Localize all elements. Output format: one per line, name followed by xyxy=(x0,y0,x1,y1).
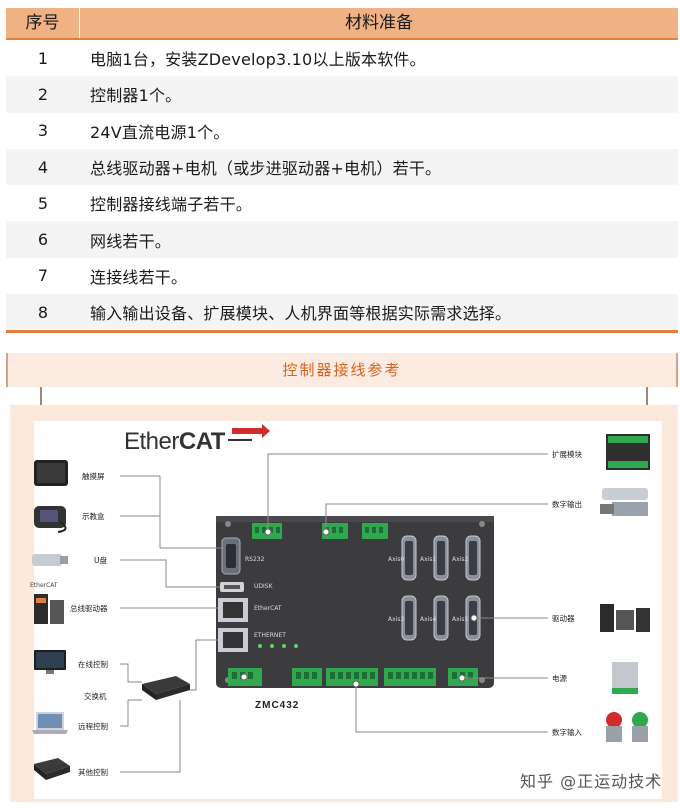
watermark: 知乎 @正运动技术 xyxy=(520,772,663,791)
wiring-section-title: 控制器接线参考 xyxy=(282,361,402,379)
label-axis1: Axis1 xyxy=(420,556,437,563)
udisk-icon xyxy=(32,554,68,566)
table-row: 4 总线驱动器+电机（或步进驱动器+电机）若干。 xyxy=(6,148,678,186)
row-number: 2 xyxy=(37,84,49,104)
bus-driver-icon xyxy=(34,594,64,624)
other-controller-icon xyxy=(34,758,70,780)
switch-icon xyxy=(142,676,190,700)
ethercat-logo: EtherCAT xyxy=(124,428,225,455)
bracket-left xyxy=(40,387,42,413)
row-number: 4 xyxy=(37,157,49,177)
label-remote-control: 远程控制 xyxy=(78,722,108,731)
expansion-module-icon xyxy=(606,434,650,470)
header-number: 序号 xyxy=(6,8,80,38)
table-bottom-rule xyxy=(6,330,678,334)
row-number: 7 xyxy=(37,266,49,286)
row-text: 控制器1个。 xyxy=(90,86,182,106)
label-digital-input: 数字输入 xyxy=(552,728,582,737)
power-supply-icon xyxy=(612,662,638,694)
table-row: 1 电脑1台，安装ZDevelop3.10以上版本软件。 xyxy=(6,40,678,76)
label-ethercat-port: EtherCAT xyxy=(254,605,282,612)
pneumatic-valve-icon xyxy=(600,488,648,516)
table-row: 6 网线若干。 xyxy=(6,221,678,258)
table-header: 序号 材料准备 xyxy=(6,8,678,40)
laptop-icon xyxy=(32,712,68,734)
table-row: 3 24V直流电源1个。 xyxy=(6,113,678,149)
label-expansion: 扩展模块 xyxy=(552,450,582,459)
touchscreen-icon xyxy=(34,460,68,486)
label-power: 电源 xyxy=(552,674,567,683)
materials-table: 序号 材料准备 1 电脑1台，安装ZDevelop3.10以上版本软件。 2 控制器… xyxy=(6,8,678,334)
monitor-icon xyxy=(34,650,66,674)
label-axis5: Axis5 xyxy=(452,616,469,623)
label-touchscreen: 触摸屏 xyxy=(82,472,105,481)
header-item: 材料准备 xyxy=(345,13,413,33)
label-axis3: Axis3 xyxy=(388,616,405,623)
label-online-control: 在线控制 xyxy=(78,660,108,669)
controller-model: ZMC432 xyxy=(255,700,300,711)
row-number: 6 xyxy=(37,230,49,250)
label-rs232: RS232 xyxy=(245,556,265,563)
row-number: 1 xyxy=(37,48,49,68)
row-text: 控制器接线端子若干。 xyxy=(90,195,253,215)
label-switch: 交换机 xyxy=(84,692,107,701)
table-row: 7 连接线若干。 xyxy=(6,258,678,294)
row-text: 总线驱动器+电机（或步进驱动器+电机）若干。 xyxy=(90,159,442,179)
row-text: 输入输出设备、扩展模块、人机界面等根据实际需求选择。 xyxy=(90,304,512,324)
label-udisk-port: UDISK xyxy=(254,583,273,590)
bracket-right xyxy=(646,387,648,413)
label-axis0: Axis0 xyxy=(388,556,405,563)
table-row: 5 控制器接线端子若干。 xyxy=(6,185,678,221)
teach-pendant-icon xyxy=(34,506,67,533)
row-text: 连接线若干。 xyxy=(90,267,188,287)
wiring-section-header: 控制器接线参考 xyxy=(6,353,678,387)
label-driver: 驱动器 xyxy=(552,614,575,623)
label-ethercat-small: EtherCAT xyxy=(30,582,58,589)
row-text: 电脑1台，安装ZDevelop3.10以上版本软件。 xyxy=(90,50,426,70)
row-text: 网线若干。 xyxy=(90,231,172,251)
label-axis2: Axis2 xyxy=(452,556,469,563)
table-row: 8 输入输出设备、扩展模块、人机界面等根据实际需求选择。 xyxy=(6,294,678,331)
push-button-icon xyxy=(606,712,648,742)
row-number: 8 xyxy=(37,302,49,322)
label-udisk: U盘 xyxy=(94,556,107,565)
row-text: 24V直流电源1个。 xyxy=(90,122,230,142)
row-number: 3 xyxy=(37,121,49,141)
row-number: 5 xyxy=(37,193,49,213)
table-row: 2 控制器1个。 xyxy=(6,76,678,113)
label-digital-output: 数字输出 xyxy=(552,500,582,509)
controller-body xyxy=(216,516,494,688)
label-teach-pendant: 示教盒 xyxy=(82,512,105,521)
label-other-control: 其他控制 xyxy=(78,768,108,777)
label-axis4: Axis4 xyxy=(420,616,437,623)
ethercat-arrow-icon xyxy=(228,424,270,441)
servo-driver-icon xyxy=(600,604,650,632)
label-ethernet-port: ETHERNET xyxy=(254,632,286,639)
label-bus-driver: 总线驱动器 xyxy=(70,604,108,613)
